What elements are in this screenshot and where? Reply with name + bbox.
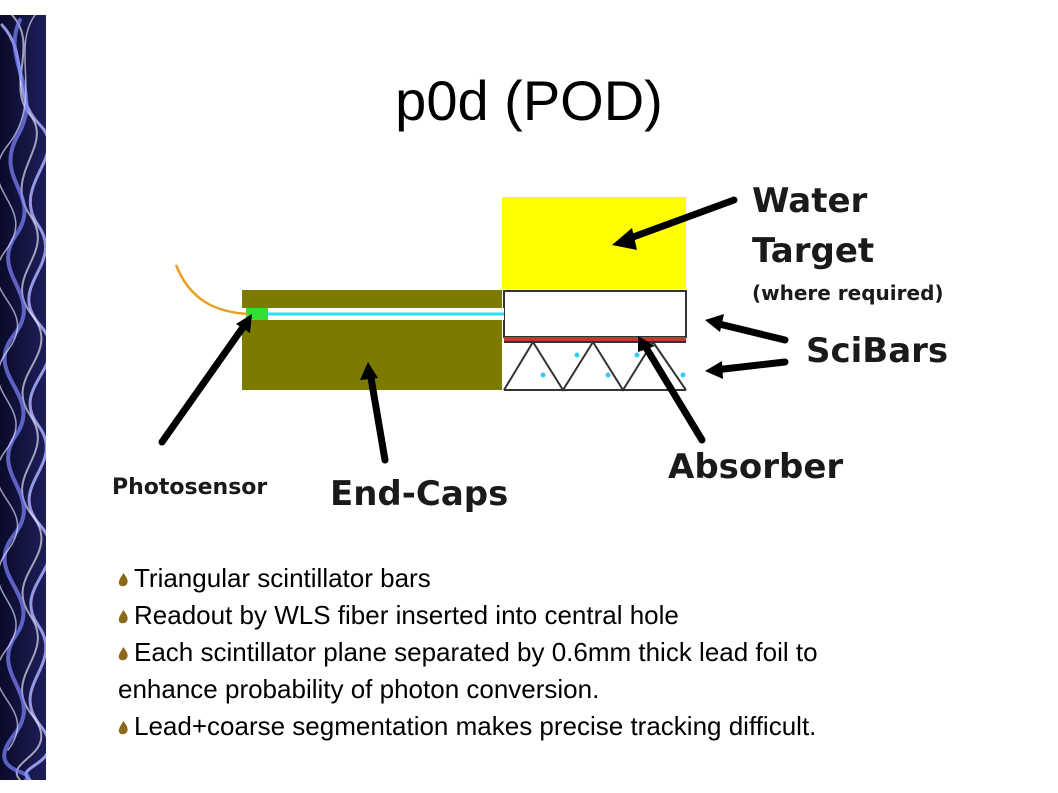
label-target: Target bbox=[752, 231, 874, 271]
label-scibars: SciBars bbox=[806, 331, 948, 371]
slide-title: p0d (POD) bbox=[395, 69, 663, 132]
bullet-icon bbox=[118, 610, 128, 624]
arrow-scibar-top bbox=[711, 319, 789, 344]
bullet-continuation: enhance probability of photon conversion… bbox=[118, 671, 1018, 708]
label-where-required: (where required) bbox=[752, 281, 944, 305]
arrow-endcaps bbox=[366, 368, 389, 464]
bullet-text: Readout by WLS fiber inserted into centr… bbox=[134, 600, 679, 630]
arrow-absorber-head bbox=[638, 336, 655, 352]
bullet-item: Triangular scintillator bars bbox=[118, 560, 1018, 597]
decorative-sidebar bbox=[0, 15, 46, 780]
arrow-scibar-top-head bbox=[705, 314, 724, 332]
bullet-item: Readout by WLS fiber inserted into centr… bbox=[118, 597, 1018, 634]
cable bbox=[174, 264, 249, 316]
arrow-scibar-bottom bbox=[711, 358, 789, 374]
lead-layer bbox=[504, 337, 686, 341]
label-end-caps: End-Caps bbox=[330, 474, 508, 514]
bullet-text: Lead+coarse segmentation makes precise t… bbox=[134, 711, 817, 741]
arrow-scibar-bottom-head bbox=[705, 361, 723, 379]
arrow-photosensor-head bbox=[236, 314, 252, 333]
bullet-icon bbox=[118, 573, 128, 587]
fiber-holes bbox=[540, 352, 686, 378]
bullet-text: Triangular scintillator bars bbox=[134, 563, 431, 593]
arrow-photosensor bbox=[158, 319, 250, 446]
bullet-text: enhance probability of photon conversion… bbox=[118, 674, 600, 704]
arrow-water-head bbox=[612, 228, 637, 250]
arrow-absorber bbox=[641, 342, 706, 444]
label-absorber: Absorber bbox=[668, 447, 843, 487]
water-target-block bbox=[502, 197, 686, 289]
label-water: Water bbox=[752, 181, 868, 221]
wave-pattern-icon bbox=[0, 15, 46, 780]
bullet-item: Each scintillator plane separated by 0.6… bbox=[118, 634, 1018, 671]
bullet-icon bbox=[118, 647, 128, 661]
bullet-text: Each scintillator plane separated by 0.6… bbox=[134, 637, 818, 667]
bullet-item: Lead+coarse segmentation makes precise t… bbox=[118, 708, 1018, 745]
bullet-icon bbox=[118, 721, 128, 735]
bullet-list: Triangular scintillator bars Readout by … bbox=[118, 560, 1018, 745]
scibar-layer bbox=[503, 290, 687, 338]
arrow-endcaps-head bbox=[360, 362, 378, 380]
pod-diagram: Water Target (where required) SciBars Ab… bbox=[112, 181, 948, 514]
label-photosensor: Photosensor bbox=[112, 475, 267, 500]
triangular-bars bbox=[503, 340, 687, 392]
arrow-water bbox=[621, 196, 738, 244]
